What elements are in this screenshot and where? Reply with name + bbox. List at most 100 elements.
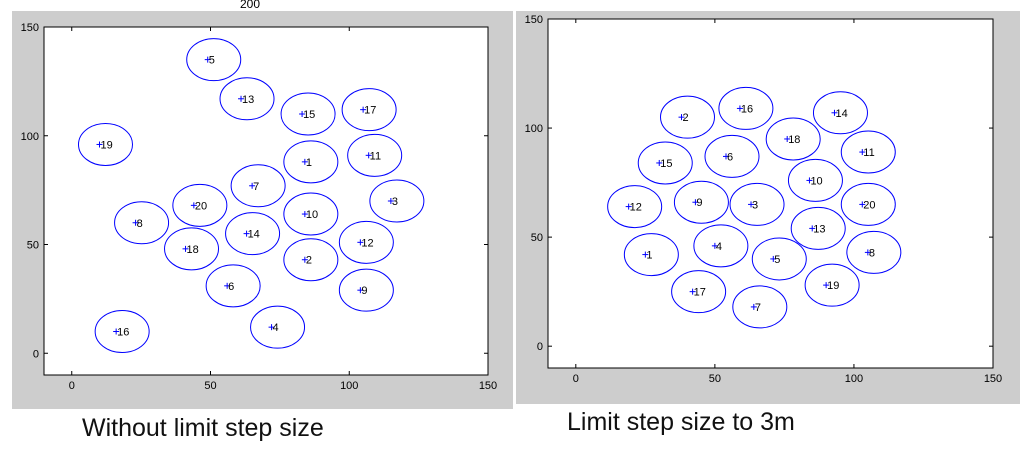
x-tick-label: 0 — [573, 373, 579, 385]
point-label: 18 — [187, 244, 199, 256]
point-label: 6 — [727, 151, 733, 163]
x-tick-label: 100 — [845, 373, 863, 385]
point-label: 11 — [370, 150, 381, 162]
point-label: 12 — [361, 237, 373, 249]
point-circle — [673, 180, 729, 224]
x-tick-label: 150 — [479, 380, 497, 392]
point-circle — [765, 117, 821, 161]
point-circle — [660, 95, 715, 139]
clipped-title-fragment: 200 — [240, 0, 261, 10]
point-circle — [283, 140, 339, 184]
point-label: 3 — [392, 196, 398, 208]
point-circle — [164, 227, 220, 271]
point-label: 8 — [869, 247, 875, 259]
point-circle — [347, 133, 403, 177]
point-circle — [283, 238, 339, 282]
point-circle — [787, 158, 843, 202]
x-tick-label: 150 — [984, 373, 1002, 385]
point-circle — [341, 88, 397, 132]
point-circle — [729, 182, 785, 226]
point-label: 9 — [696, 197, 702, 209]
point-circle — [369, 179, 425, 223]
point-circle — [230, 164, 286, 208]
point-label: 14 — [835, 108, 847, 120]
point-label: 17 — [694, 287, 706, 299]
point-label: 2 — [306, 255, 312, 267]
point-circle — [280, 92, 336, 136]
point-label: 7 — [253, 181, 259, 193]
point-circle — [114, 201, 170, 245]
point-label: 10 — [810, 175, 822, 187]
y-tick-label: 50 — [27, 240, 39, 252]
x-tick-label: 100 — [340, 380, 358, 392]
point-circle — [812, 91, 868, 135]
point-label: 16 — [741, 103, 753, 115]
point-label: 5 — [209, 55, 215, 67]
point-circle — [283, 192, 339, 236]
point-label: 15 — [303, 109, 315, 121]
point-label: 4 — [716, 241, 722, 253]
point-circle — [623, 233, 679, 277]
point-circle — [693, 224, 749, 268]
point-circle — [94, 310, 150, 353]
caption-left: Without limit step size — [82, 414, 324, 442]
point-circle — [637, 141, 693, 185]
point-circle — [338, 220, 394, 264]
point-circle — [840, 182, 896, 226]
y-tick-label: 0 — [537, 341, 543, 353]
point-label: 1 — [306, 157, 312, 169]
point-circle — [704, 134, 760, 178]
point-label: 20 — [863, 199, 875, 211]
point-label: 19 — [101, 139, 113, 151]
point-circle — [219, 77, 275, 121]
point-circle — [172, 183, 228, 227]
point-circle — [607, 185, 663, 229]
point-circle — [751, 237, 807, 281]
point-circle — [840, 130, 896, 174]
point-label: 11 — [863, 147, 874, 159]
point-circle — [732, 285, 788, 329]
point-label: 18 — [788, 134, 800, 146]
x-tick-label: 50 — [204, 380, 216, 392]
point-circle — [718, 86, 774, 130]
point-label: 13 — [242, 94, 254, 106]
point-circle — [846, 230, 902, 274]
point-label: 2 — [683, 112, 689, 124]
point-label: 9 — [361, 285, 367, 297]
caption-right: Limit step size to 3m — [567, 408, 795, 436]
point-label: 6 — [228, 281, 234, 293]
point-label: 5 — [774, 254, 780, 266]
point-label: 14 — [248, 229, 260, 241]
axes-frame — [43, 26, 489, 376]
point-circle — [338, 268, 394, 312]
point-label: 12 — [630, 202, 642, 214]
point-circle — [804, 263, 860, 307]
point-circle — [250, 305, 306, 349]
point-label: 3 — [752, 199, 758, 211]
point-label: 16 — [117, 327, 129, 339]
point-label: 1 — [646, 250, 652, 262]
axes-frame — [547, 18, 994, 369]
point-circle — [790, 206, 846, 250]
point-label: 20 — [195, 200, 207, 212]
point-circle — [671, 270, 727, 314]
point-label: 4 — [273, 322, 279, 334]
point-label: 19 — [827, 280, 839, 292]
y-tick-label: 150 — [21, 22, 39, 34]
point-circle — [78, 122, 133, 166]
x-tick-label: 0 — [69, 380, 75, 392]
y-tick-label: 100 — [21, 131, 39, 143]
point-circle — [186, 38, 242, 82]
point-label: 10 — [306, 209, 318, 221]
y-tick-label: 50 — [531, 232, 543, 244]
y-tick-label: 150 — [525, 14, 543, 26]
point-label: 8 — [137, 218, 143, 230]
point-circle — [205, 264, 261, 308]
point-label: 7 — [755, 302, 761, 314]
y-tick-label: 100 — [525, 123, 543, 135]
point-circle — [225, 212, 281, 256]
y-tick-label: 0 — [33, 348, 39, 360]
